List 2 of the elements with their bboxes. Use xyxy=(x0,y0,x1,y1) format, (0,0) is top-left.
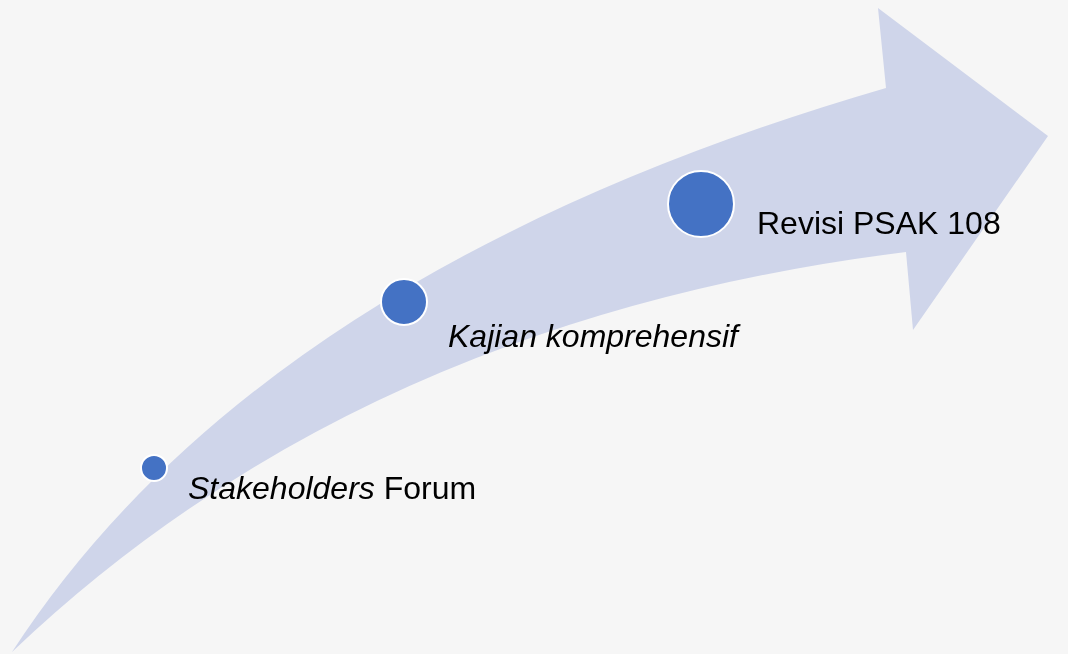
milestone-label: Stakeholders Forum xyxy=(188,469,477,508)
milestone-label: Revisi PSAK 108 xyxy=(757,204,1001,243)
